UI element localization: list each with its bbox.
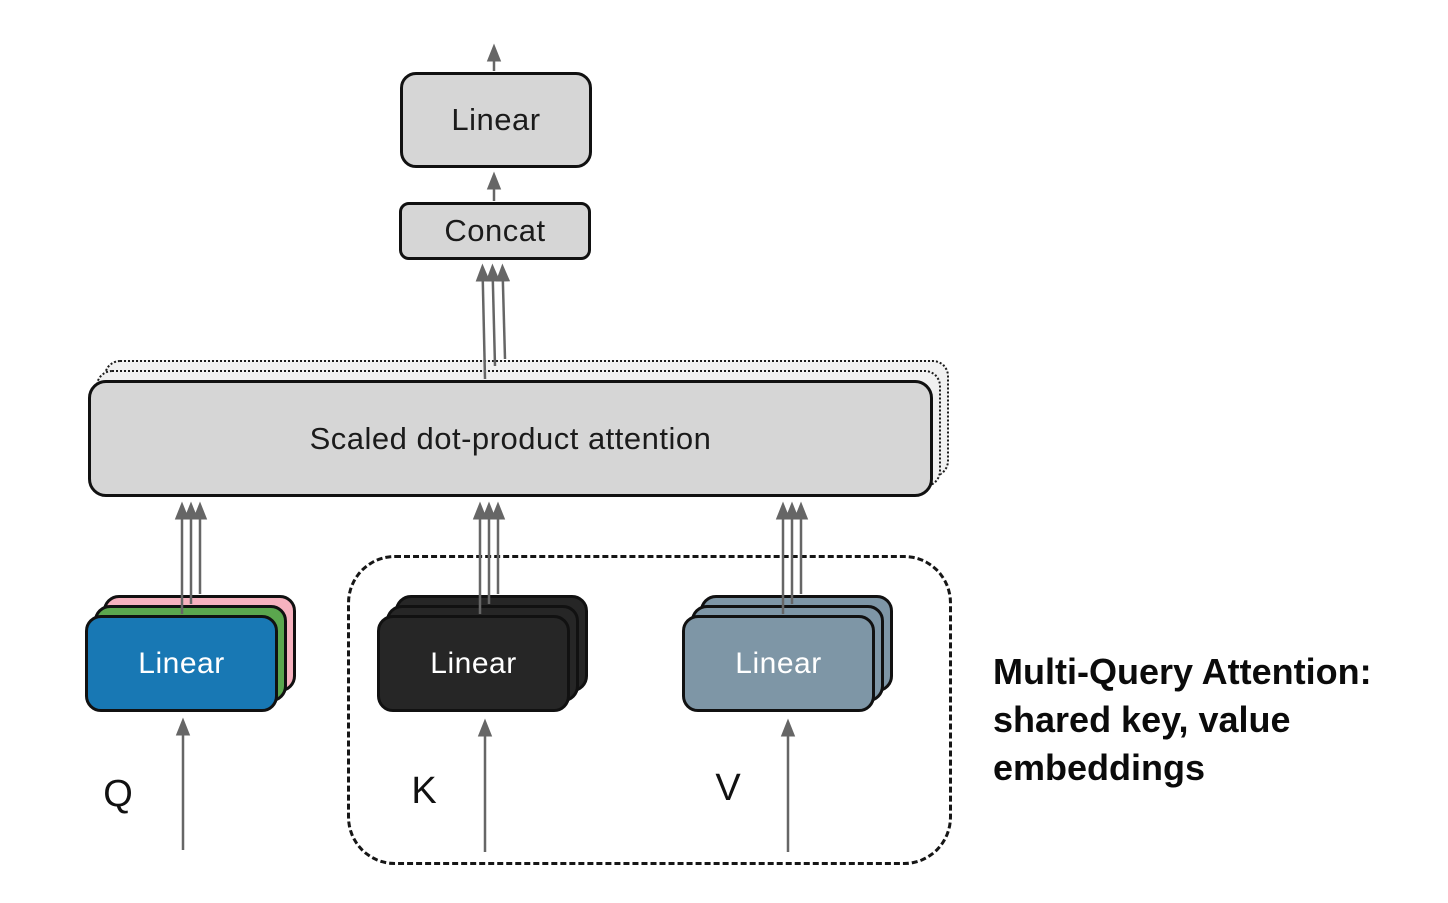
concat-label: Concat	[444, 213, 546, 248]
attention-box: Scaled dot-product attention	[88, 380, 933, 497]
k-linear-label: Linear	[430, 646, 517, 680]
attention-box-label: Scaled dot-product attention	[309, 420, 712, 456]
q-linear-box: Linear	[85, 615, 278, 712]
caption-line-2: shared key, value	[993, 699, 1291, 740]
k-input-label: K	[411, 770, 437, 812]
q-input-label: Q	[103, 773, 133, 815]
v-linear-box: Linear	[682, 615, 875, 712]
output-linear-box: Linear	[400, 72, 592, 168]
concat-box: Concat	[399, 202, 591, 260]
output-linear-label: Linear	[451, 102, 541, 137]
k-linear-box: Linear	[377, 615, 570, 712]
arrow-attn-to-concat-3	[495, 263, 511, 360]
caption-line-3: embeddings	[993, 747, 1206, 788]
caption-multi-query-attention: Multi-Query Attention: shared key, value…	[993, 648, 1443, 792]
arrow-attn-to-concat-2	[485, 263, 501, 367]
q-linear-label: Linear	[138, 646, 225, 680]
shared-kv-group-outline	[347, 555, 952, 865]
caption-line-1: Multi-Query Attention:	[993, 651, 1372, 692]
v-input-label: V	[715, 767, 741, 809]
v-linear-label: Linear	[735, 646, 822, 680]
